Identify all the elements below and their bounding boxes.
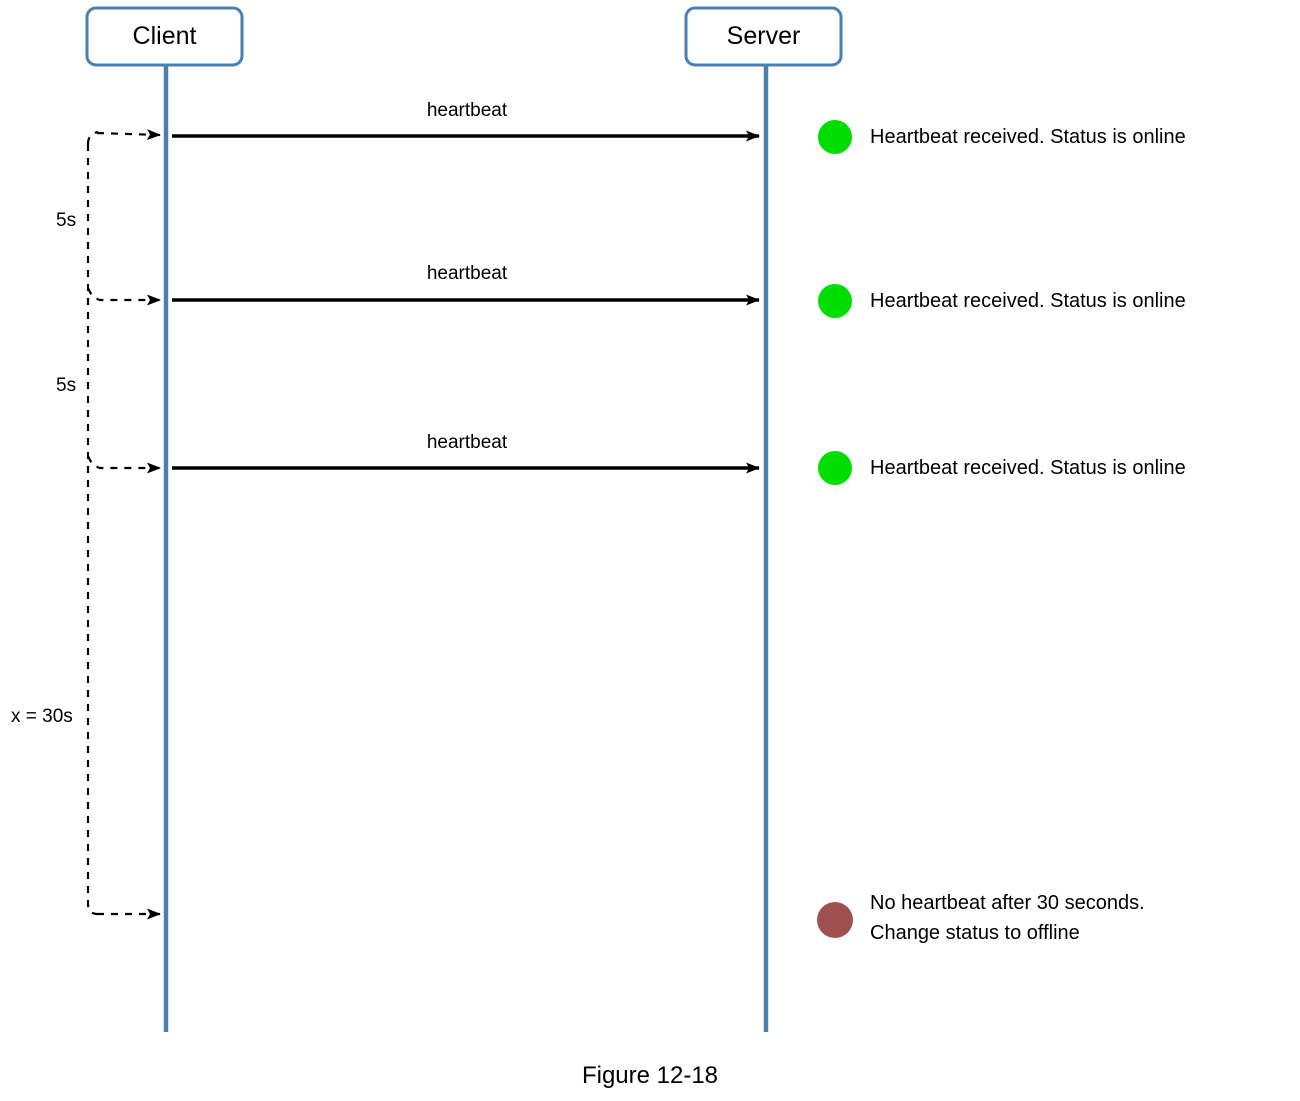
note-text-2: Heartbeat received. Status is online — [870, 290, 1186, 312]
actor-label-client: Client — [132, 22, 197, 50]
timer-label-5s-first: 5s — [56, 210, 77, 231]
note-text-1: Heartbeat received. Status is online — [870, 126, 1186, 148]
timer-branch-t2 — [86, 455, 161, 474]
timer-branch-t1 — [86, 287, 161, 306]
timer-spine-dashed — [86, 144, 99, 916]
timer-label-x-30s: x = 30s — [11, 706, 73, 727]
actor-label-server: Server — [726, 22, 801, 50]
timer-spine-top-hook — [86, 130, 99, 145]
status-online-dot-3 — [818, 451, 852, 485]
timer-label-5s-second: 5s — [56, 375, 77, 396]
message-label-hb2: heartbeat — [426, 263, 508, 284]
figure-caption: Figure 12-18 — [581, 1062, 719, 1089]
note-text-4-line-1: No heartbeat after 30 seconds. — [870, 892, 1145, 914]
actor-box-server[interactable] — [684, 6, 843, 67]
status-offline-dot — [817, 902, 853, 938]
actor-box-client[interactable] — [85, 6, 244, 67]
message-label-hb3: heartbeat — [426, 432, 508, 453]
status-online-dot-1 — [818, 120, 852, 154]
status-online-dot-2 — [818, 284, 852, 318]
note-text-3: Heartbeat received. Status is online — [870, 457, 1186, 479]
note-text-4-line-2: Change status to offline — [870, 922, 1080, 944]
message-label-hb1: heartbeat — [426, 100, 508, 121]
timer-arrow-t0 — [96, 129, 161, 141]
